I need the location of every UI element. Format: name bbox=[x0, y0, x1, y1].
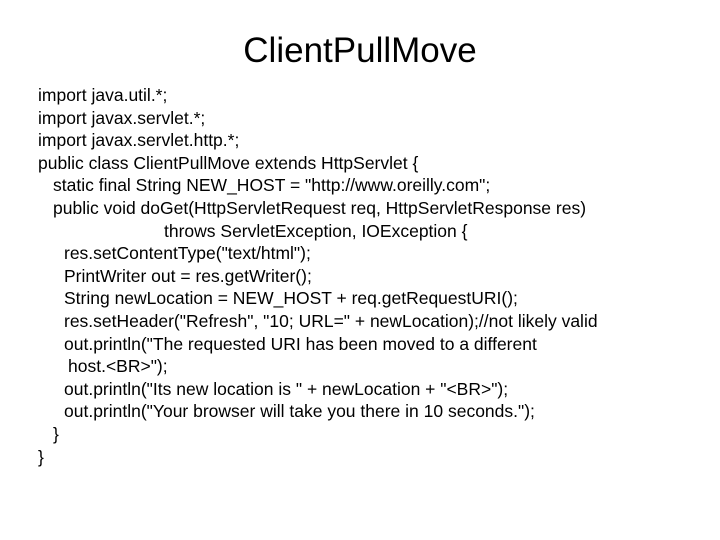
code-line: String newLocation = NEW_HOST + req.getR… bbox=[64, 288, 518, 309]
code-line: } bbox=[38, 446, 44, 467]
slide-title: ClientPullMove bbox=[243, 31, 477, 70]
code-line: res.setContentType("text/html"); bbox=[64, 243, 311, 264]
code-block: import java.util.*;import javax.servlet.… bbox=[38, 84, 714, 468]
code-line: import javax.servlet.http.*; bbox=[38, 130, 240, 151]
code-line: static final String NEW_HOST = "http://w… bbox=[53, 175, 491, 196]
code-line: import javax.servlet.*; bbox=[38, 107, 206, 128]
code-line: public class ClientPullMove extends Http… bbox=[38, 152, 419, 173]
code-line: out.println("Its new location is " + new… bbox=[64, 378, 509, 399]
code-line: out.println("The requested URI has been … bbox=[64, 333, 537, 354]
code-line: } bbox=[53, 423, 59, 444]
code-line: PrintWriter out = res.getWriter(); bbox=[64, 265, 312, 286]
code-line: res.setHeader("Refresh", "10; URL=" + ne… bbox=[64, 310, 598, 331]
code-line: host.<BR>"); bbox=[68, 356, 168, 377]
code-line: throws ServletException, IOException { bbox=[164, 220, 468, 241]
code-line: out.println("Your browser will take you … bbox=[64, 401, 535, 422]
code-line: import java.util.*; bbox=[38, 85, 168, 105]
code-line: public void doGet(HttpServletRequest req… bbox=[53, 197, 587, 218]
